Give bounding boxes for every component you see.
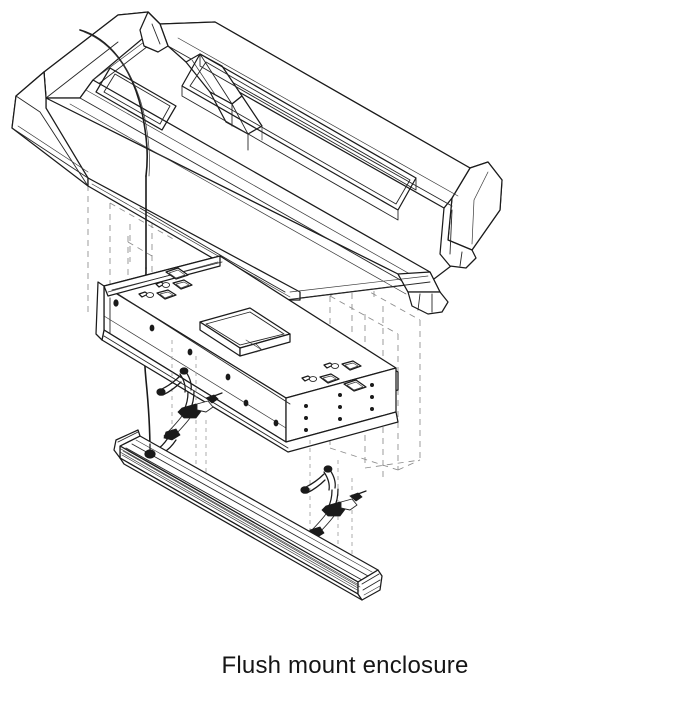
- figure-caption: Flush mount enclosure: [221, 652, 469, 679]
- trim-faceplate: [113, 429, 383, 601]
- knockout-openings-top-right: [301, 360, 367, 392]
- ceiling-grid-frame: [11, 11, 503, 315]
- knockout-openings-top-left: [138, 267, 193, 300]
- flush-mount-enclosure-drawing: [11, 11, 503, 601]
- hanger-wire: [79, 29, 151, 453]
- enclosure-box: [95, 255, 399, 453]
- center-service-opening: [199, 307, 291, 357]
- front-face-mounting-holes: [113, 299, 279, 427]
- end-face-fastener-holes: [303, 382, 374, 432]
